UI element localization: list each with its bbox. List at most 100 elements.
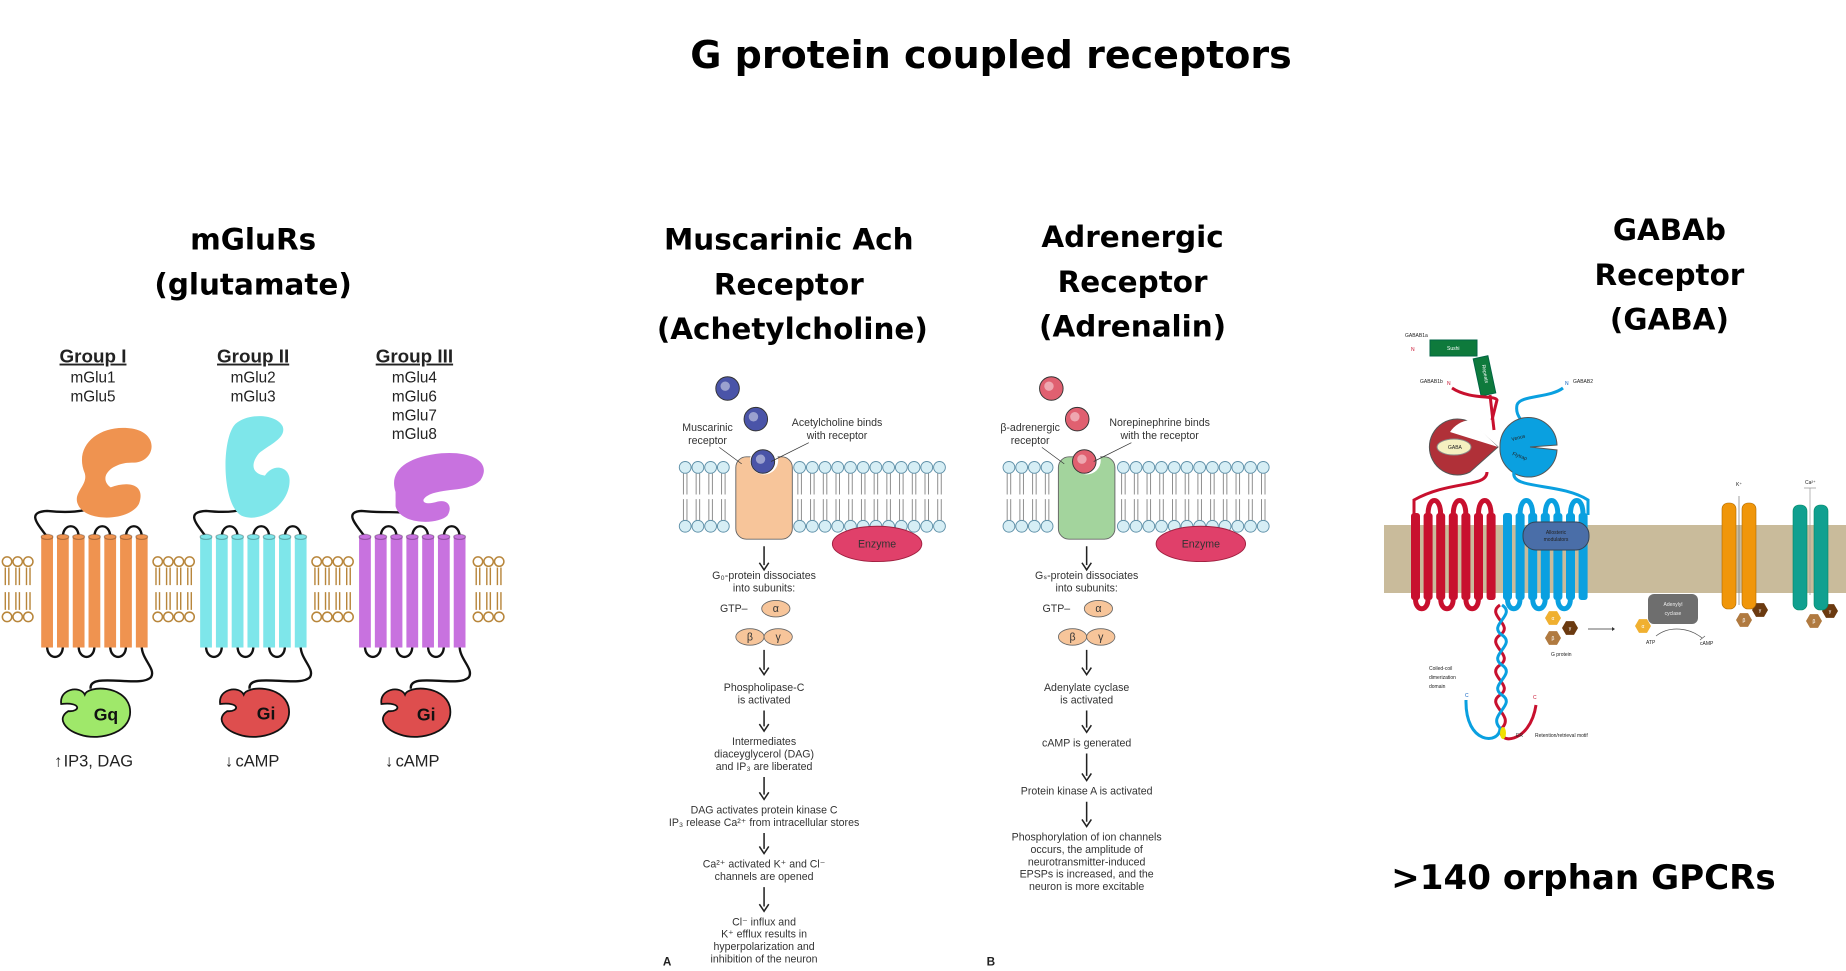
lipid-tail bbox=[924, 473, 930, 521]
lipid-head bbox=[12, 556, 24, 568]
k-ion-label: K⁺ bbox=[1736, 482, 1742, 488]
pathway-step-text: is activated bbox=[1060, 694, 1113, 706]
gabab1-helix-loop bbox=[1450, 498, 1469, 515]
gaba-ligand bbox=[1436, 438, 1472, 456]
lipid-head bbox=[704, 461, 717, 474]
c-terminal-tail bbox=[89, 646, 154, 689]
lipid-head bbox=[1117, 519, 1130, 533]
lipid-head bbox=[332, 611, 344, 623]
group-3-member: mGlu8 bbox=[392, 426, 437, 443]
pathway-step-text: DAG activates protein kinase C bbox=[691, 805, 838, 817]
lipid-head bbox=[12, 611, 24, 623]
pathway-step-text: into subunits: bbox=[733, 583, 795, 595]
panel-letter: A bbox=[663, 955, 672, 968]
venus-label: Venus bbox=[1511, 433, 1526, 443]
er-label: ER bbox=[1516, 733, 1523, 739]
helix-cap bbox=[294, 533, 308, 541]
n-terminus-label: N bbox=[1411, 347, 1415, 353]
lipid-head bbox=[1193, 461, 1207, 474]
ligand-molecule bbox=[743, 406, 769, 432]
gabab2-helix-loop bbox=[1517, 498, 1536, 515]
lipid-tail bbox=[324, 567, 330, 610]
transmembrane-helix bbox=[437, 535, 450, 648]
lipid-head bbox=[691, 519, 705, 533]
intracellular-loop bbox=[45, 646, 65, 659]
receptor-label: β-adrenergic bbox=[1000, 422, 1060, 434]
lipid-head bbox=[1231, 461, 1245, 474]
transmembrane-helix bbox=[390, 535, 403, 648]
transmembrane-helix bbox=[56, 535, 69, 648]
lipid-head bbox=[933, 519, 946, 533]
lipid-head bbox=[882, 461, 895, 474]
lipid-head bbox=[869, 461, 883, 474]
gabab2-venus-flytrap bbox=[1499, 417, 1558, 478]
intracellular-loop bbox=[426, 646, 446, 659]
gabab2-label: GABAB2 bbox=[1573, 379, 1593, 385]
group-2-gprotein: Gi bbox=[257, 703, 276, 723]
pathway-step-text: and IP₃ are liberated bbox=[716, 761, 813, 773]
gabab1-n-tail bbox=[1451, 386, 1499, 421]
receptor-label: receptor bbox=[1011, 435, 1050, 447]
lipid-head bbox=[793, 461, 806, 474]
alpha-subunit bbox=[761, 600, 791, 618]
ligand-label: Acetylcholine binds bbox=[792, 417, 883, 429]
lipid-head bbox=[1244, 461, 1257, 474]
sushi-label: Sushi bbox=[1447, 346, 1460, 352]
ligand-label: Norepinephrine binds bbox=[1109, 417, 1210, 429]
adenylyl-label: cyclase bbox=[1665, 611, 1682, 617]
lipid-head bbox=[493, 611, 505, 623]
helix-cap bbox=[246, 533, 260, 541]
extracellular-loop bbox=[411, 525, 430, 537]
down-arrow-icon bbox=[758, 832, 770, 855]
ligand-molecule bbox=[1072, 449, 1097, 474]
pathway-step-text: cAMP is generated bbox=[1042, 737, 1131, 749]
helix-cap bbox=[56, 533, 70, 541]
leader-line bbox=[1041, 442, 1132, 465]
transmembrane-helix bbox=[200, 535, 212, 648]
pathway-step-text: neuron is more excitable bbox=[1029, 881, 1144, 893]
coiled-coil-gabab1 bbox=[1494, 603, 1538, 741]
intracellular-loop bbox=[236, 646, 255, 659]
gabab-heading: GABAb bbox=[1613, 213, 1726, 247]
beta-label: β bbox=[747, 631, 753, 643]
group-1-effect: IP3, DAG bbox=[64, 752, 134, 770]
lipid-head bbox=[933, 461, 946, 474]
lipid-head bbox=[1155, 519, 1168, 533]
lipid-head bbox=[483, 611, 495, 623]
lipid-tail bbox=[4, 567, 10, 610]
transmembrane-helix bbox=[279, 535, 291, 648]
gabab1-venus-flytrap-jaw bbox=[1450, 420, 1498, 447]
down-arrow-icon bbox=[758, 777, 770, 801]
transmembrane-helix bbox=[104, 535, 117, 648]
extracellular-loop bbox=[93, 525, 112, 537]
gabab1-linker bbox=[1488, 394, 1496, 431]
lipid-head bbox=[1015, 519, 1029, 533]
pathway-step-text: Cl⁻ influx and bbox=[732, 916, 796, 928]
gabab1-helix bbox=[1474, 513, 1483, 600]
gamma-subunit-label: γ bbox=[1569, 626, 1572, 632]
lipid-head bbox=[321, 611, 333, 623]
gabab2-helix-loop bbox=[1568, 498, 1586, 515]
intracellular-loop bbox=[109, 646, 128, 659]
lipid-head bbox=[1002, 461, 1016, 474]
lipid-head bbox=[793, 519, 806, 533]
gamma-subunit bbox=[1086, 628, 1116, 646]
gabab2-n-tail bbox=[1515, 386, 1564, 423]
lipid-head bbox=[1, 611, 13, 623]
gabab1-helix-loop bbox=[1413, 598, 1431, 612]
ligand-highlight bbox=[1044, 381, 1054, 391]
intracellular-loop bbox=[395, 646, 414, 659]
k-channel-right bbox=[1741, 502, 1757, 610]
lipid-head bbox=[1206, 461, 1219, 474]
pathway-step-text: Gₛ-protein dissociates bbox=[1035, 570, 1138, 582]
lipid-tail bbox=[1235, 473, 1241, 521]
group-3-effect: cAMP bbox=[396, 752, 440, 770]
ligand-highlight bbox=[1077, 454, 1087, 464]
lipid-head bbox=[805, 461, 819, 474]
gabab-heading: Receptor bbox=[1594, 258, 1744, 292]
ca-ion-label: Ca²⁺ bbox=[1805, 480, 1816, 486]
lipid-tail bbox=[475, 567, 481, 610]
coiled-coil-label: domain bbox=[1429, 684, 1446, 690]
